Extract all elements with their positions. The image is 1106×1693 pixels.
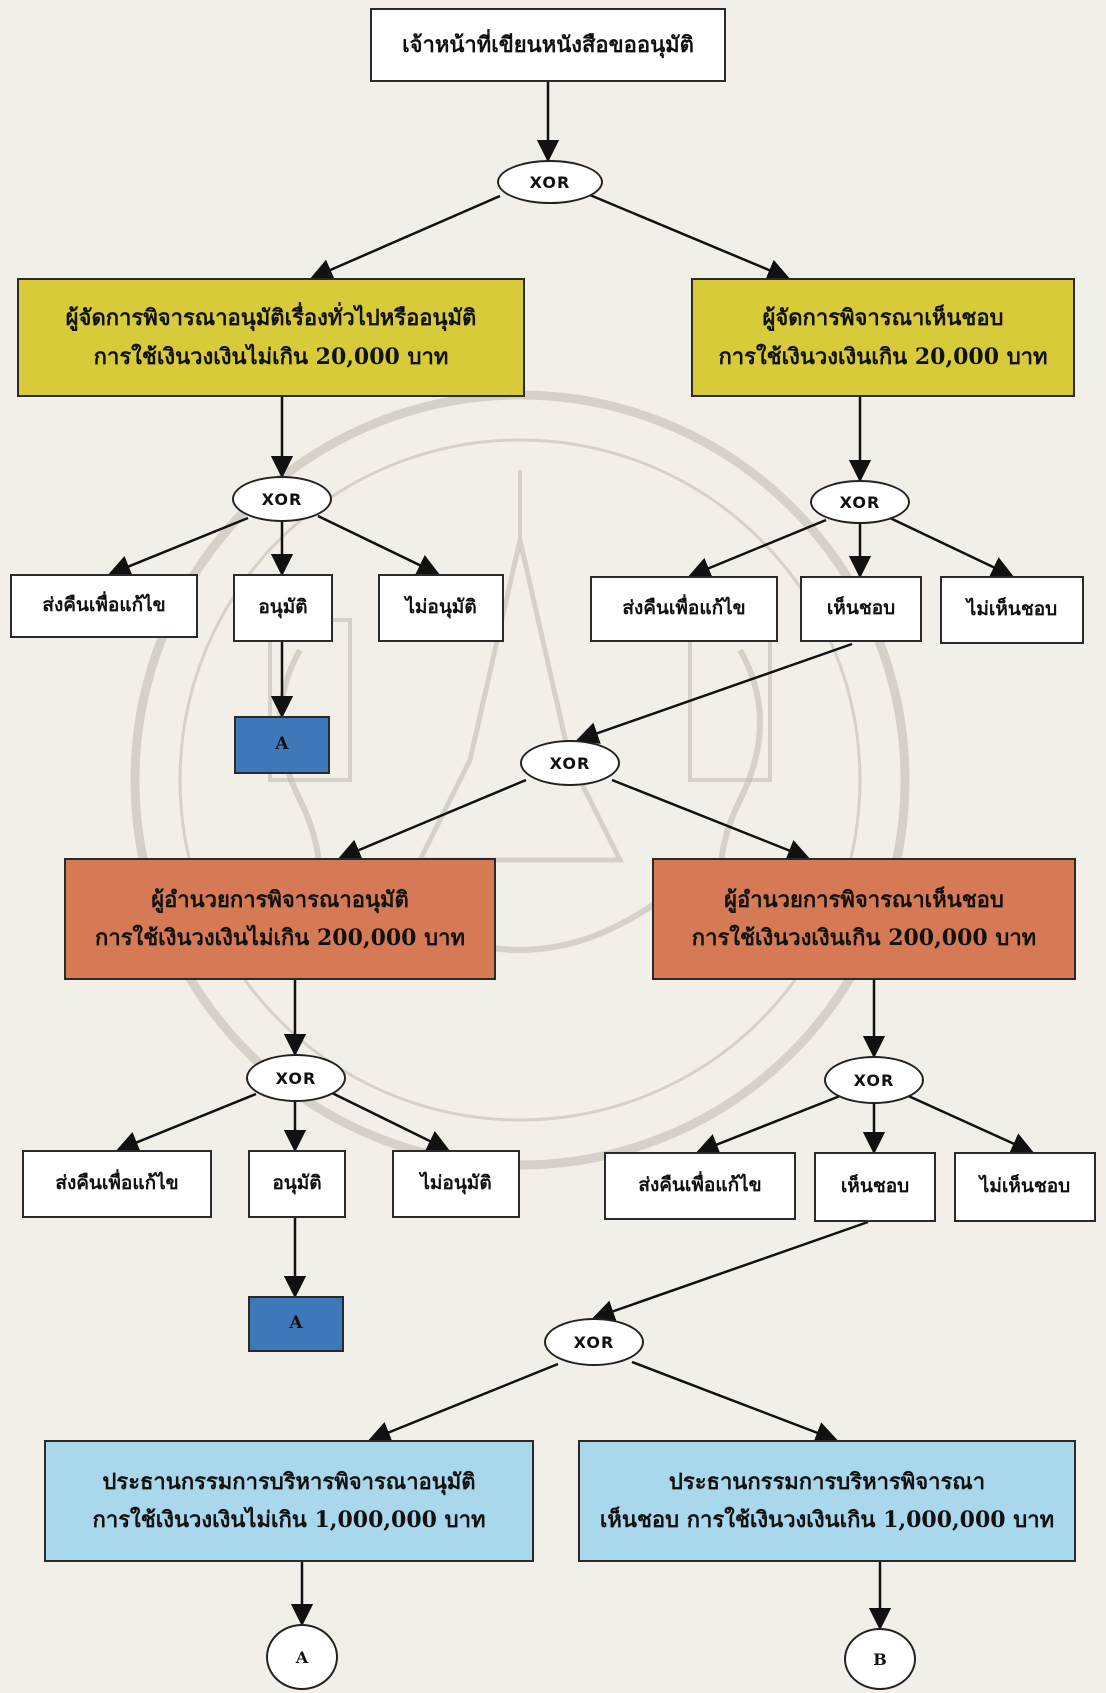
chairman-endorse-box: ประธานกรรมการบริหารพิจารณา เห็นชอบ การใช… [578,1440,1076,1562]
decision-approve: อนุมัติ [248,1150,346,1218]
xor-gate-label: XOR [839,492,881,512]
decision-not-endorse-label: ไม่เห็นชอบ [966,598,1058,621]
decision-not-endorse: ไม่เห็นชอบ [940,576,1084,644]
xor-gate: XOR [824,1056,924,1104]
decision-return-edit: ส่งคืนเพื่อแก้ไข [10,574,198,638]
decision-return-edit-label: ส่งคืนเพื่อแก้ไข [638,1174,762,1197]
xor-gate-label: XOR [275,1068,317,1088]
manager-approve-line1: ผู้จัดการพิจารณาอนุมัติเรื่องทั่วไปหรืออ… [65,305,477,331]
chairman-approve-box: ประธานกรรมการบริหารพิจารณาอนุมัติ การใช้… [44,1440,534,1562]
decision-not-endorse-label: ไม่เห็นชอบ [979,1175,1071,1198]
director-approve-line1: ผู้อำนวยการพิจารณาอนุมัติ [151,886,409,913]
decision-return-edit-label: ส่งคืนเพื่อแก้ไข [42,594,166,617]
manager-approve-box: ผู้จัดการพิจารณาอนุมัติเรื่องทั่วไปหรืออ… [17,278,525,397]
xor-gate-label: XOR [853,1070,895,1090]
director-endorse-line2: การใช้เงินวงเงินเกิน 200,000 บาท [691,925,1037,951]
manager-endorse-line2: การใช้เงินวงเงินเกิน 20,000 บาท [718,343,1048,370]
decision-not-approve-label: ไม่อนุมัติ [420,1172,492,1195]
decision-not-approve-label: ไม่อนุมัติ [405,596,477,619]
director-approve-box: ผู้อำนวยการพิจารณาอนุมัติ การใช้เงินวงเง… [64,858,496,980]
decision-return-edit-label: ส่งคืนเพื่อแก้ไข [55,1172,179,1195]
xor-gate: XOR [246,1054,346,1102]
decision-endorse: เห็นชอบ [814,1152,936,1222]
director-endorse-box: ผู้อำนวยการพิจารณาเห็นชอบ การใช้เงินวงเง… [652,858,1076,980]
terminal-a-label: A [295,1647,309,1667]
xor-gate: XOR [544,1318,644,1366]
xor-gate: XOR [497,160,603,204]
connector-a-box: A [248,1296,344,1352]
terminal-a: A [266,1624,338,1690]
manager-approve-line2: การใช้เงินวงเงินไม่เกิน 20,000 บาท [93,343,449,370]
decision-approve: อนุมัติ [233,574,333,642]
decision-endorse-label: เห็นชอบ [840,1175,910,1198]
xor-gate: XOR [232,476,332,522]
decision-approve-label: อนุมัติ [272,1172,322,1195]
decision-not-approve: ไม่อนุมัติ [392,1150,520,1218]
xor-gate-label: XOR [549,753,591,773]
xor-gate-label: XOR [261,489,303,509]
decision-endorse-label: เห็นชอบ [826,597,896,620]
decision-return-edit: ส่งคืนเพื่อแก้ไข [590,576,778,642]
manager-endorse-box: ผู้จัดการพิจารณาเห็นชอบ การใช้เงินวงเงิน… [691,278,1075,397]
chairman-endorse-line2: เห็นชอบ การใช้เงินวงเงินเกิน 1,000,000 บ… [599,1507,1055,1533]
decision-return-edit: ส่งคืนเพื่อแก้ไข [22,1150,212,1218]
connector-a-label: A [289,1313,303,1334]
chairman-approve-line2: การใช้เงินวงเงินไม่เกิน 1,000,000 บาท [92,1507,486,1533]
connector-a-box: A [234,716,330,774]
start-box: เจ้าหน้าที่เขียนหนังสือขออนุมัติ [370,8,726,82]
decision-not-endorse: ไม่เห็นชอบ [954,1152,1096,1222]
director-endorse-line1: ผู้อำนวยการพิจารณาเห็นชอบ [724,886,1004,913]
terminal-b: B [844,1628,916,1690]
decision-not-approve: ไม่อนุมัติ [378,574,504,642]
xor-gate: XOR [810,480,910,524]
manager-endorse-line1: ผู้จัดการพิจารณาเห็นชอบ [762,305,1004,331]
start-text: เจ้าหน้าที่เขียนหนังสือขออนุมัติ [402,31,694,58]
chairman-endorse-line1: ประธานกรรมการบริหารพิจารณา [668,1468,986,1495]
decision-approve-label: อนุมัติ [258,596,308,619]
connector-a-label: A [275,734,289,755]
decision-return-edit-label: ส่งคืนเพื่อแก้ไข [622,597,746,620]
decision-return-edit: ส่งคืนเพื่อแก้ไข [604,1152,796,1220]
decision-endorse: เห็นชอบ [800,576,922,642]
chairman-approve-line1: ประธานกรรมการบริหารพิจารณาอนุมัติ [102,1468,476,1495]
xor-gate-label: XOR [573,1332,615,1352]
xor-gate: XOR [520,740,620,786]
terminal-b-label: B [873,1649,887,1669]
xor-gate-label: XOR [529,172,571,192]
director-approve-line2: การใช้เงินวงเงินไม่เกิน 200,000 บาท [95,925,465,951]
